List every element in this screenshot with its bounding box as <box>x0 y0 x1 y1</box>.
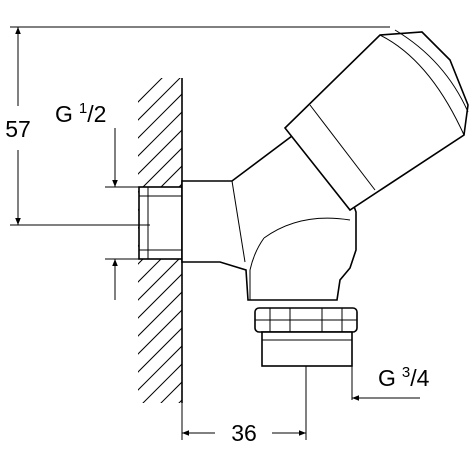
outlet-thread <box>261 331 353 367</box>
inlet-thread <box>138 186 183 260</box>
valve-handle <box>283 29 469 212</box>
outlet-nut <box>254 307 358 333</box>
height-dimension: 57 <box>5 26 390 226</box>
width-label: 36 <box>231 420 257 446</box>
wall-hatching <box>138 78 182 403</box>
width-dimension: 36 <box>181 366 307 446</box>
wall-section <box>138 78 183 403</box>
height-label: 57 <box>5 116 31 142</box>
